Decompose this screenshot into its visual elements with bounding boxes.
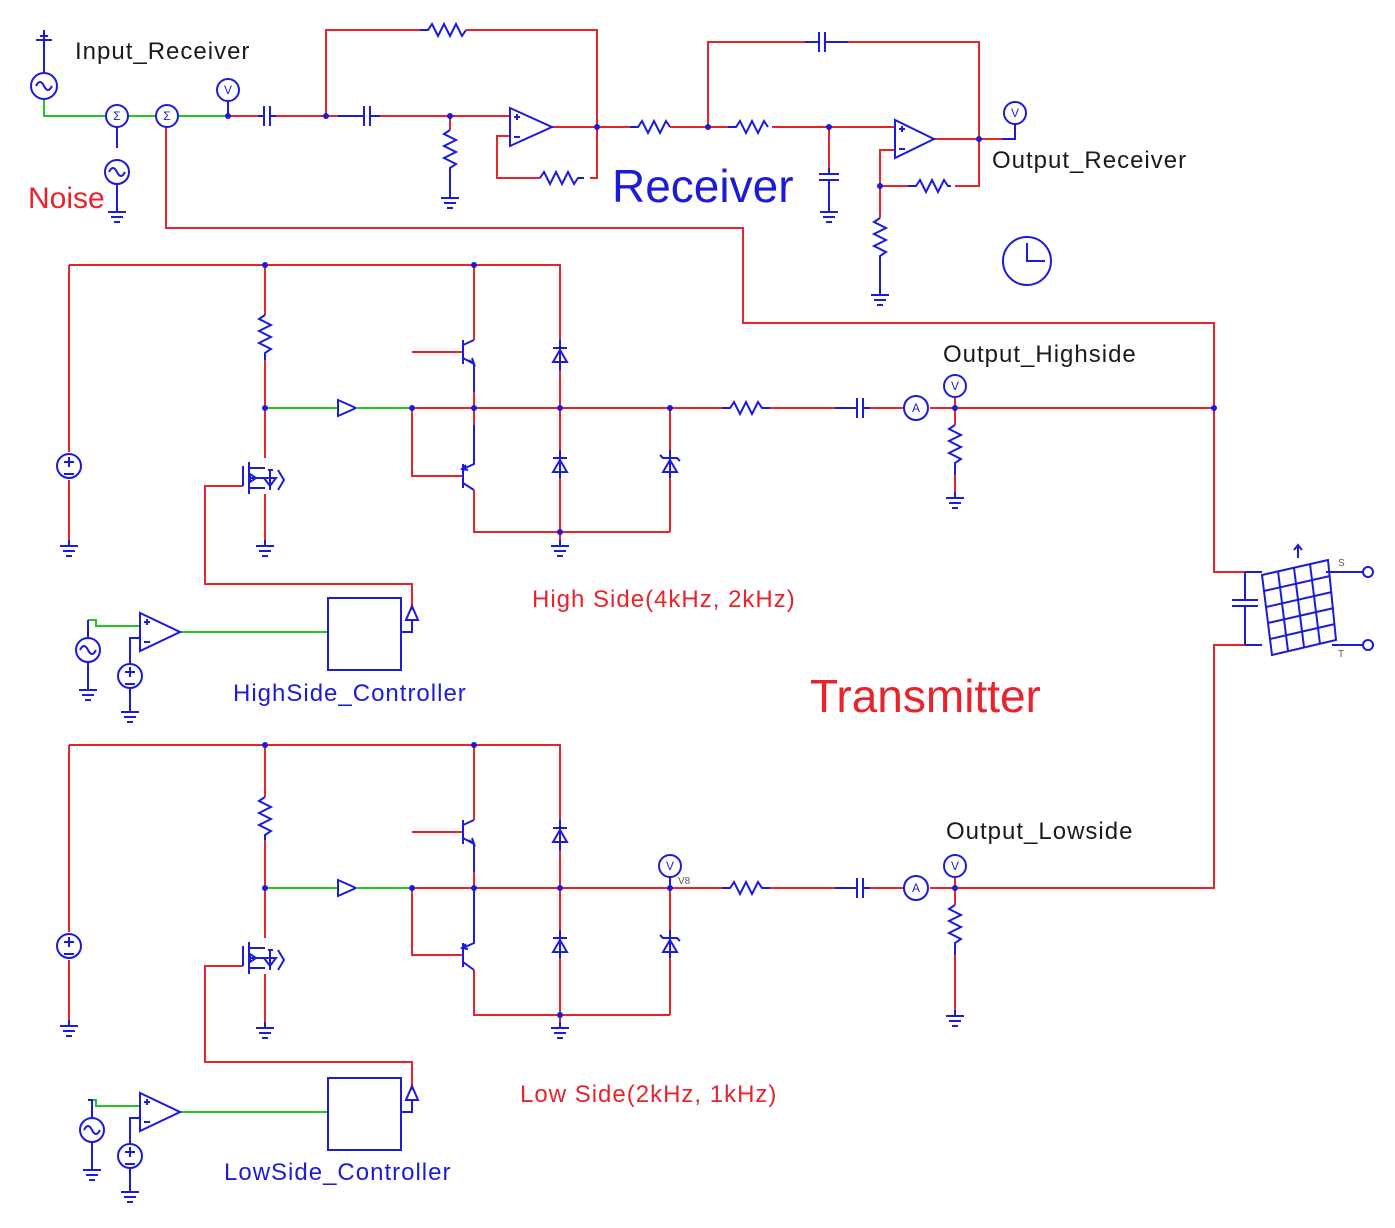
mosfet-icon [242, 462, 286, 557]
sum-block-2-icon: Σ [155, 104, 179, 128]
dc-source-icon [56, 933, 82, 1037]
shunt-capacitor-icon [819, 168, 839, 223]
noise-ac-source-icon [104, 159, 130, 223]
lowside-controller-label: LowSide_Controller [224, 1159, 451, 1186]
svg-text:V: V [1011, 106, 1019, 120]
resistor-icon [539, 169, 584, 187]
svg-text:Σ: Σ [163, 109, 170, 123]
low-side-label: Low Side(2kHz, 1kHz) [520, 1081, 777, 1108]
transformer-s-label: S [1338, 558, 1345, 569]
output-lowside-label: Output_Lowside [946, 818, 1133, 845]
transformer-t-label: T [1338, 649, 1344, 660]
svg-text:V: V [951, 379, 959, 393]
npn-transistor-icon [462, 819, 477, 872]
highside-comparator-icon [139, 611, 183, 653]
svg-text:Σ: Σ [113, 109, 120, 123]
op-amp-2-icon [894, 118, 937, 160]
load-resistor-icon [946, 904, 964, 1027]
resistor-icon [256, 314, 274, 360]
high-side-section: A V [56, 262, 1217, 723]
capacitor-icon [835, 878, 870, 898]
highside-ac-source-icon [75, 620, 101, 701]
gate-driver-icon [401, 1083, 420, 1113]
pnp-transistor-icon [459, 425, 475, 491]
lowside-comparator-icon [139, 1091, 183, 1133]
svg-text:V: V [224, 83, 232, 97]
resistor-icon [420, 21, 467, 39]
ground-resistor-icon [871, 217, 889, 306]
diode-icon [551, 820, 569, 850]
low-side-section: V V8 A V [56, 742, 967, 1203]
svg-text:V: V [951, 859, 959, 873]
resistor-icon [256, 796, 274, 840]
gate-driver-icon [401, 603, 420, 633]
diode-icon [551, 930, 569, 958]
svg-text:V: V [666, 859, 674, 873]
lowside-ac-source-icon [79, 1099, 105, 1181]
simulation-clock-icon [1002, 236, 1052, 286]
dc-source-icon [56, 453, 82, 557]
transmitter-title: Transmitter [810, 670, 1041, 722]
buffer-icon [337, 878, 359, 898]
capacitor-icon [805, 32, 848, 52]
receiver-section: Σ Σ V [30, 21, 1052, 306]
resistor-icon [722, 879, 770, 897]
resistor-icon [630, 118, 671, 136]
zener-diode-icon [659, 930, 681, 958]
highside-voltmeter-icon: V [943, 374, 967, 398]
ground-icon [551, 1022, 569, 1039]
receiver-title: Receiver [612, 160, 794, 212]
load-resistor-icon [946, 424, 964, 509]
npn-transistor-icon [462, 339, 477, 392]
output-voltmeter-icon: V [1002, 101, 1027, 140]
sum-block-1-icon: Σ [105, 104, 129, 148]
lowside-controller-block [327, 1077, 402, 1151]
transformer-icon: S T [1232, 543, 1374, 660]
v8-label: V8 [678, 876, 691, 887]
input-receiver-label: Input_Receiver [75, 38, 250, 65]
noise-label: Noise [28, 182, 105, 215]
input-ac-source-icon [30, 30, 58, 100]
buffer-icon [337, 398, 359, 418]
capacitor-icon [835, 398, 870, 418]
resistor-icon [728, 118, 769, 136]
mosfet-icon [242, 942, 286, 1039]
zener-diode-icon [659, 450, 681, 478]
capacitor-icon [338, 106, 380, 126]
wires [68, 29, 1245, 1090]
shunt-resistor-icon [441, 113, 459, 209]
resistor-icon [722, 399, 770, 417]
high-side-label: High Side(4kHz, 2kHz) [532, 586, 796, 613]
input-voltmeter-icon: V [216, 78, 240, 116]
v8-voltmeter-icon: V V8 [658, 854, 691, 888]
resistor-icon [908, 177, 951, 195]
svg-text:A: A [912, 401, 920, 415]
capacitor-icon [258, 106, 276, 126]
lowside-voltmeter-icon: V [943, 854, 967, 878]
lowside-dc-source-icon [117, 1117, 143, 1203]
ammeter-icon: A [903, 395, 929, 421]
svg-text:A: A [912, 881, 920, 895]
ammeter-icon: A [903, 875, 929, 901]
signal-wires [43, 100, 338, 1113]
diode-icon [551, 450, 569, 478]
op-amp-1-icon [509, 106, 555, 148]
labels: Input_Receiver Noise Receiver Output_Rec… [28, 38, 1187, 1186]
highside-controller-label: HighSide_Controller [233, 680, 467, 707]
ground-icon [551, 540, 569, 557]
diode-icon [551, 340, 569, 370]
pnp-transistor-icon [459, 888, 475, 971]
output-highside-label: Output_Highside [943, 341, 1137, 368]
highside-dc-source-icon [117, 637, 143, 723]
highside-controller-block [327, 597, 402, 671]
output-receiver-label: Output_Receiver [992, 147, 1187, 174]
